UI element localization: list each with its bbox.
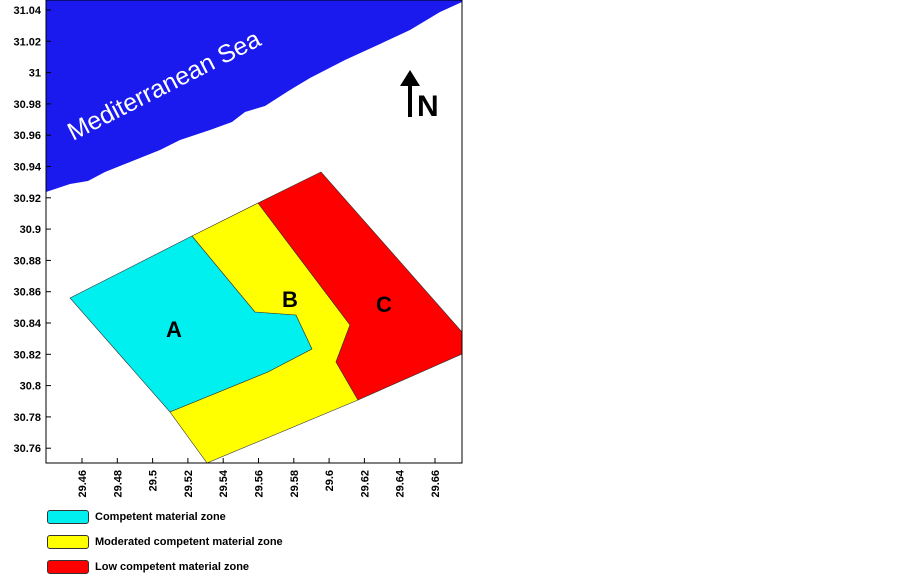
y-axis-ticks: 31.04 31.02 31 30.98 30.96 30.94 30.92 30.9 30.8… (13, 5, 51, 455)
y-tick-label: 31 (29, 68, 41, 80)
legend-label: Low competent material zone (95, 560, 250, 573)
x-tick-label: 29.48 (112, 470, 124, 498)
legend: Competent material zone Moderated compet… (47, 504, 283, 579)
x-tick-label: 29.62 (359, 470, 371, 498)
legend-label: Moderated competent material zone (95, 535, 283, 548)
x-tick-label: 29.6 (324, 470, 336, 491)
legend-swatch-cyan (47, 509, 89, 524)
legend-item-moderated: Moderated competent material zone (47, 529, 283, 554)
map-frame (45, 0, 463, 464)
x-axis-ticks: 29.46 29.48 29.5 29.52 29.54 29.56 29.58 29.6 29… (77, 458, 442, 498)
zone-b-label: B (282, 287, 298, 312)
y-tick-label: 30.76 (13, 443, 41, 455)
y-tick-label: 30.9 (20, 224, 41, 236)
y-tick-label: 30.84 (13, 318, 41, 330)
x-tick-label: 29.58 (289, 470, 301, 498)
x-tick-label: 29.66 (430, 470, 442, 498)
y-tick-label: 30.82 (13, 349, 41, 361)
y-tick-label: 30.98 (13, 99, 41, 111)
north-label: N (417, 90, 439, 123)
mediterranean-sea-area (46, 0, 462, 192)
x-tick-label: 29.56 (254, 470, 266, 498)
legend-label: Competent material zone (95, 510, 226, 523)
y-tick-label: 30.78 (13, 412, 41, 424)
x-tick-label: 29.5 (148, 470, 160, 491)
y-tick-label: 30.88 (13, 255, 41, 267)
x-tick-label: 29.54 (218, 469, 230, 497)
zone-c-area (257, 171, 463, 401)
y-tick-label: 31.04 (13, 5, 41, 17)
legend-swatch-yellow (47, 534, 89, 549)
y-tick-label: 30.94 (13, 162, 41, 174)
y-tick-label: 31.02 (13, 36, 41, 48)
y-tick-label: 30.8 (20, 381, 41, 393)
x-tick-label: 29.52 (183, 470, 195, 498)
legend-item-competent: Competent material zone (47, 504, 283, 529)
legend-swatch-red (47, 559, 89, 574)
y-tick-label: 30.96 (13, 130, 41, 142)
x-tick-label: 29.64 (395, 469, 407, 497)
y-tick-label: 30.92 (13, 193, 41, 205)
legend-item-low: Low competent material zone (47, 554, 283, 579)
x-tick-label: 29.46 (77, 470, 89, 498)
y-tick-label: 30.86 (13, 287, 41, 299)
zone-a-label: A (166, 317, 182, 342)
north-arrow-icon (400, 70, 420, 117)
zone-c-label: C (376, 292, 392, 317)
